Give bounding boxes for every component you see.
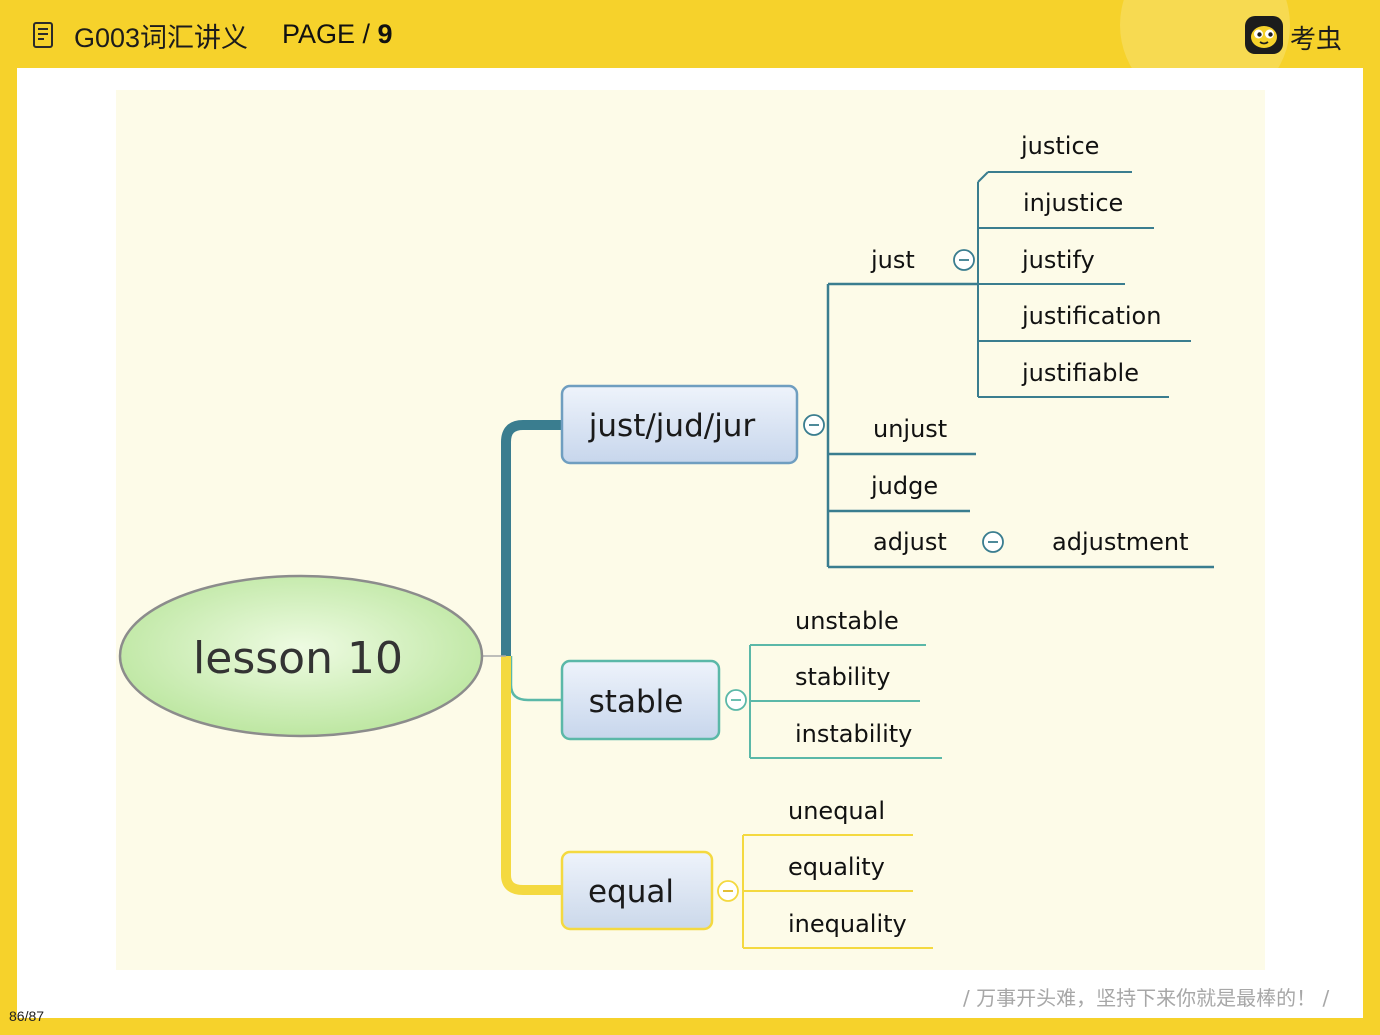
content-card: lesson 10 just/jud/jur just — [17, 68, 1363, 1018]
node-justice[interactable]: justice — [1020, 132, 1099, 160]
branch-label-just-jud-jur: just/jud/jur — [588, 408, 756, 444]
collapse-toggle-equal[interactable] — [717, 880, 739, 902]
node-just[interactable]: just — [870, 246, 915, 274]
root-label: lesson 10 — [193, 633, 403, 684]
collapse-toggle-just-jud-jur[interactable] — [803, 414, 825, 436]
kaochong-logo-icon — [1245, 16, 1283, 54]
collapse-toggle-just[interactable] — [953, 249, 975, 271]
trunk-line-middle — [509, 656, 561, 702]
document-icon — [33, 22, 53, 48]
branch-node-stable[interactable] — [560, 659, 721, 741]
brand-name: 考虫 — [1290, 25, 1343, 55]
node-adjustment[interactable]: adjustment — [1052, 528, 1189, 556]
branch-node-just-jud-jur[interactable] — [560, 384, 799, 465]
node-adjust[interactable]: adjust — [873, 528, 947, 556]
branch-node-equal[interactable] — [560, 850, 714, 931]
root-node[interactable] — [118, 574, 484, 738]
node-injustice[interactable]: injustice — [1023, 189, 1123, 217]
page-total: 9 — [377, 19, 393, 49]
slide: lesson 10 just/jud/jur just — [116, 90, 1265, 970]
document-title: G003词汇讲义 — [74, 23, 249, 53]
node-judge[interactable]: judge — [870, 472, 938, 500]
node-stability[interactable]: stability — [795, 663, 890, 691]
top-bar: G003词汇讲义 PAGE / 9 考虫 — [0, 0, 1380, 110]
node-justify[interactable]: justify — [1021, 246, 1095, 274]
node-justifiable[interactable]: justifiable — [1021, 359, 1139, 387]
collapse-toggle-stable[interactable] — [725, 689, 747, 711]
branch-label-stable: stable — [589, 684, 684, 720]
node-unequal[interactable]: unequal — [788, 797, 885, 825]
branch-label-equal: equal — [588, 874, 674, 910]
mind-map: lesson 10 just/jud/jur just — [118, 132, 1214, 949]
node-unjust[interactable]: unjust — [873, 415, 947, 443]
node-inequality[interactable]: inequality — [788, 910, 907, 938]
page-counter: 86/87 — [9, 1008, 45, 1024]
page-indicator: PAGE / 9 — [282, 19, 393, 50]
collapse-toggle-adjust[interactable] — [982, 531, 1004, 553]
node-justification[interactable]: justification — [1021, 302, 1161, 330]
footer-motto: / 万事开头难，坚持下来你就是最棒的！ / — [963, 986, 1330, 1010]
trunk-line-top — [501, 420, 561, 656]
node-equality[interactable]: equality — [788, 853, 885, 881]
trunk-line-bottom — [501, 656, 561, 895]
node-instability[interactable]: instability — [795, 720, 912, 748]
page-prefix: PAGE / — [282, 19, 378, 49]
node-unstable[interactable]: unstable — [795, 607, 899, 635]
